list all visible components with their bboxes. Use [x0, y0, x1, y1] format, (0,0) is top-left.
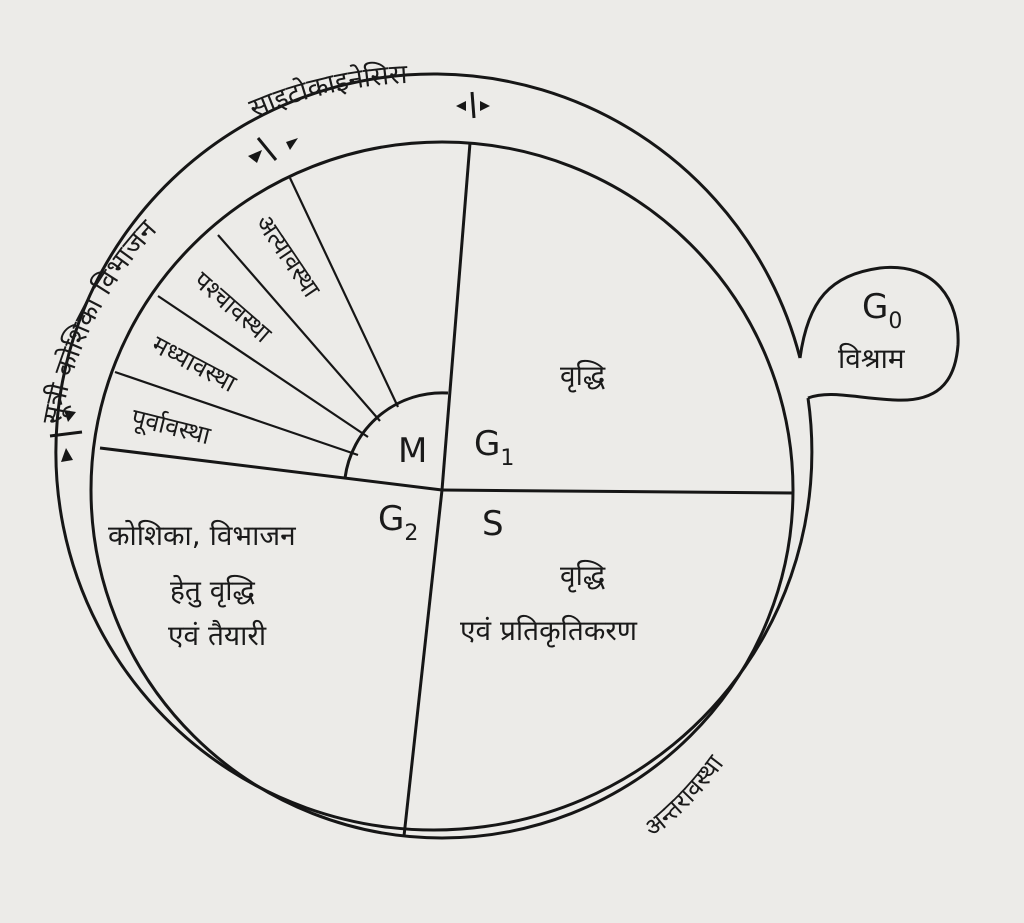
m-label: M [398, 431, 427, 471]
g0-label: G0 [862, 287, 902, 334]
stage-line-2 [157, 295, 369, 438]
arc-tick-markers [49, 91, 490, 462]
stage-prophase: पूर्वावस्था [128, 403, 214, 452]
stage-telophase: अत्यावस्था [250, 209, 326, 303]
m-g1-boundary [440, 142, 472, 491]
stage-line-4 [289, 177, 399, 408]
outer-ring [54, 72, 814, 832]
g2-text-line2: हेतु वृद्धि [170, 574, 256, 608]
g0-text: विश्राम [838, 342, 906, 375]
interphase-arc-label: अन्तरावस्था [638, 749, 729, 842]
g1-label: G1 [474, 424, 514, 471]
m-phase-arc [343, 391, 449, 479]
g2-m-boundary [99, 446, 443, 492]
g2-text-line3: एवं तैयारी [168, 619, 267, 652]
s-text-line2: एवं प्रतिकृतिकरण [460, 614, 638, 648]
s-text-line1: वृद्धि [560, 559, 606, 593]
cell-cycle-circle [89, 140, 795, 840]
g1-text: वृद्धि [560, 359, 606, 393]
stage-line-1 [114, 370, 359, 457]
g2-text-line1: कोशिका, विभाजन [108, 519, 296, 552]
s-label: S [482, 504, 504, 544]
cytokinesis-arc-label: साइटोकाइनेसिस [245, 59, 409, 125]
s-g2-boundary [402, 489, 444, 837]
stage-anaphase: पश्चावस्था [188, 266, 277, 349]
g1-s-boundary [441, 488, 794, 495]
stage-line-3 [217, 234, 381, 422]
mitosis-arc-label: सूत्री कोशिका विभाजन [37, 214, 164, 427]
g2-label: G2 [378, 499, 418, 546]
g0-bubble [798, 265, 960, 402]
